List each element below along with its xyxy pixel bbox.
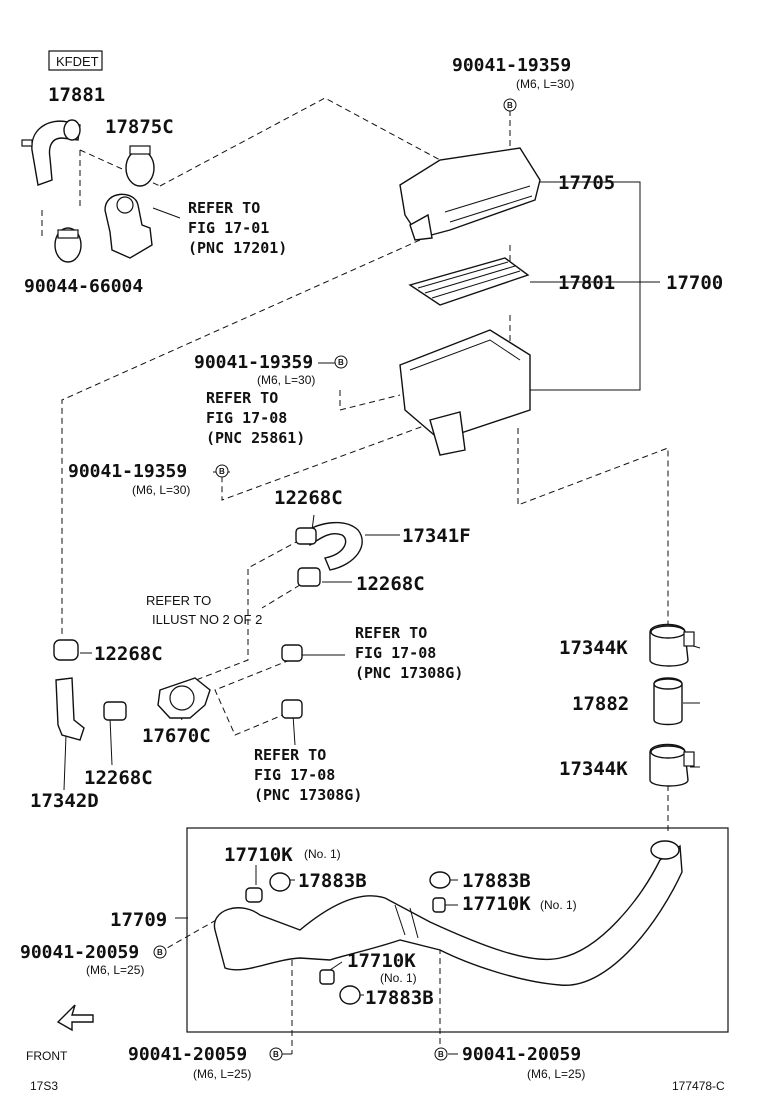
part-17341f-hose — [304, 522, 363, 571]
ref-17308b-line3: (PNC 17308G) — [254, 786, 362, 804]
part-17875c-clamp — [125, 145, 155, 187]
label-17344k-b: 17344K — [559, 758, 628, 780]
label-17709: 17709 — [110, 909, 167, 931]
ref-17308b-line1: REFER TO — [254, 746, 326, 764]
label-bolt-lo1: 90041-20059 — [20, 942, 139, 963]
label-bolt-lo3-spec: (M6, L=25) — [527, 1067, 585, 1081]
marker-b-1: B — [507, 101, 513, 110]
label-bolt-top-spec: (M6, L=30) — [516, 77, 574, 91]
part-17308g-clamp-a — [281, 644, 303, 662]
marker-b-2: B — [338, 358, 344, 367]
part-17710k-grommet-b — [432, 897, 446, 913]
figure-id: 177478-C — [672, 1079, 725, 1093]
label-bolt-mid-spec: (M6, L=30) — [257, 373, 315, 387]
part-17883b-nut-c — [339, 985, 361, 1005]
ref-1701-line2: FIG 17-01 — [188, 219, 269, 237]
part-17308g-clamp-b — [281, 699, 303, 719]
label-17883b-a: 17883B — [298, 870, 367, 892]
label-17700: 17700 — [666, 272, 723, 294]
dashed-guides — [41, 97, 669, 1054]
marker-b-4: B — [157, 948, 163, 957]
label-17342d: 17342D — [30, 790, 99, 812]
label-17875c: 17875C — [105, 116, 174, 138]
part-17344k-clamp-b — [649, 743, 695, 787]
part-17710k-grommet-a — [245, 887, 263, 903]
label-17801: 17801 — [558, 272, 615, 294]
label-17710k-b: 17710K — [462, 893, 531, 915]
ref-17308b-line2: FIG 17-08 — [254, 766, 335, 784]
label-12268c-c: 12268C — [94, 643, 163, 665]
part-17201-bracket — [104, 193, 153, 259]
label-12268c-b: 12268C — [356, 573, 425, 595]
ref-illust-line1: REFER TO — [146, 593, 211, 608]
ref-17308a-line3: (PNC 17308G) — [355, 664, 463, 682]
part-17710k-grommet-c — [319, 969, 335, 985]
part-17700-case — [399, 329, 531, 456]
marker-b-5: B — [273, 1050, 279, 1059]
label-bolt-lo3: 90041-20059 — [462, 1044, 581, 1065]
ref-25861-line1: REFER TO — [206, 389, 278, 407]
marker-b-6: B — [438, 1050, 444, 1059]
part-17344k-clamp-a — [649, 623, 695, 667]
front-label: FRONT — [26, 1049, 68, 1063]
label-90044-66004: 90044-66004 — [24, 276, 143, 297]
label-17883b-c: 17883B — [365, 987, 434, 1009]
part-12268c-clamp-a — [295, 527, 317, 545]
part-17883b-nut-b — [429, 871, 451, 889]
part-17883b-nut-a — [269, 872, 291, 892]
ref-17308a-line2: FIG 17-08 — [355, 644, 436, 662]
label-bolt-left: 90041-19359 — [68, 461, 187, 482]
label-17882: 17882 — [572, 693, 629, 715]
label-17705: 17705 — [558, 172, 615, 194]
part-17670c-valve — [157, 677, 211, 719]
label-17710k-b-sub: (No. 1) — [540, 898, 577, 912]
label-bolt-left-spec: (M6, L=30) — [132, 483, 190, 497]
bolt-markers: B B B B B B — [153, 98, 517, 1061]
part-17881-hose — [21, 119, 81, 186]
label-17670c: 17670C — [142, 725, 211, 747]
part-17801-filter-element — [408, 257, 530, 306]
ref-illust-line2: ILLUST NO 2 OF 2 — [152, 612, 262, 627]
ref-25861-line3: (PNC 25861) — [206, 429, 305, 447]
part-12268c-clamp-b — [297, 567, 321, 587]
label-bolt-top: 90041-19359 — [452, 55, 571, 76]
ref-1701-line1: REFER TO — [188, 199, 260, 217]
engine-tag: KFDET — [56, 54, 99, 69]
engine-tag-box — [48, 50, 103, 71]
label-17344k-a: 17344K — [559, 637, 628, 659]
part-17709-intake-hose — [213, 840, 683, 986]
part-17342d-hose — [55, 677, 85, 741]
marker-b-3: B — [219, 467, 225, 476]
label-bolt-lo1-spec: (M6, L=25) — [86, 963, 144, 977]
front-arrow-icon — [56, 1004, 94, 1032]
label-12268c-a: 12268C — [274, 487, 343, 509]
label-17710k-a: 17710K — [224, 844, 293, 866]
page-ref: 17S3 — [30, 1079, 58, 1093]
label-bolt-lo2-spec: (M6, L=25) — [193, 1067, 251, 1081]
label-17341f: 17341F — [402, 525, 471, 547]
label-12268c-d: 12268C — [84, 767, 153, 789]
ref-1701-line3: (PNC 17201) — [188, 239, 287, 257]
part-12268c-clamp-c — [53, 639, 79, 661]
ref-17308a-line1: REFER TO — [355, 624, 427, 642]
part-17705-air-cleaner-cap — [399, 147, 541, 241]
part-90044-clamp — [54, 227, 82, 263]
label-17710k-c: 17710K — [347, 950, 416, 972]
label-bolt-lo2: 90041-20059 — [128, 1044, 247, 1065]
label-bolt-mid: 90041-19359 — [194, 352, 313, 373]
label-17881: 17881 — [48, 84, 105, 106]
label-17710k-a-sub: (No. 1) — [304, 847, 341, 861]
label-17710k-c-sub: (No. 1) — [380, 971, 417, 985]
ref-25861-line2: FIG 17-08 — [206, 409, 287, 427]
part-17882-sleeve — [653, 677, 683, 726]
part-12268c-clamp-d — [103, 701, 127, 721]
label-17883b-b: 17883B — [462, 870, 531, 892]
